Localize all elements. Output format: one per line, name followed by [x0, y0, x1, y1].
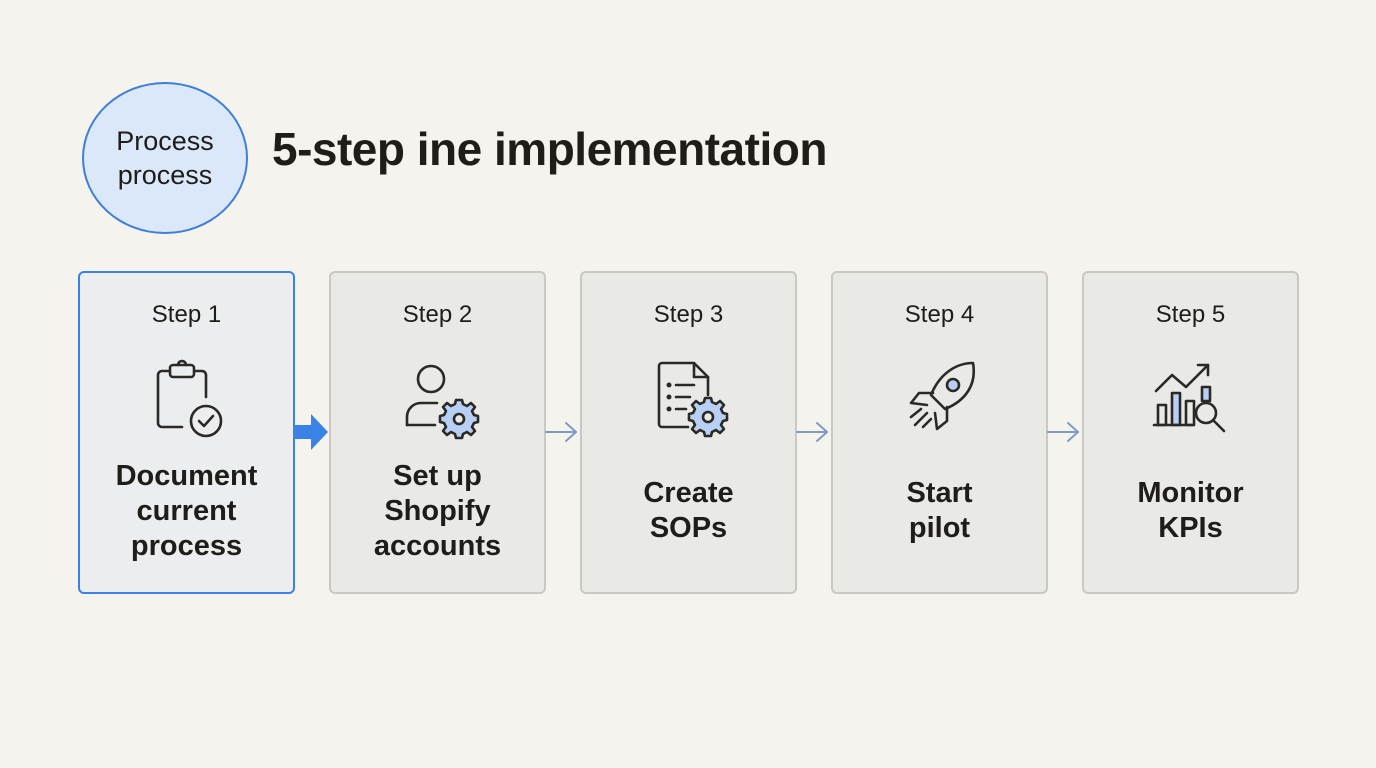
step-label: Step 1	[151, 301, 222, 328]
process-badge: Process process	[82, 82, 248, 234]
step-description: Document current process	[115, 459, 258, 562]
step-description: Monitor KPIs	[1137, 477, 1244, 544]
step-description: Set up Shopify accounts	[373, 459, 502, 562]
page-title: 5-step ine implementation	[272, 123, 827, 175]
clipboard-check-icon	[142, 355, 232, 445]
step-card-4[interactable]: Step 4 Start pilot	[831, 271, 1048, 594]
rocket-icon	[895, 355, 985, 445]
arrow-right-icon	[1046, 410, 1082, 454]
step-card-3[interactable]: Step 3 Create SOPs	[580, 271, 797, 594]
document-gear-icon	[644, 355, 734, 445]
step-label: Step 3	[653, 301, 724, 328]
solid-arrow-icon	[294, 410, 330, 454]
badge-line-2: process	[117, 160, 213, 190]
step-description: Start pilot	[906, 477, 973, 544]
step-label: Step 4	[904, 301, 975, 328]
arrow-right-icon	[795, 410, 831, 454]
step-label: Step 5	[1155, 301, 1226, 328]
step-card-2[interactable]: Step 2 Set up Shopify accounts	[329, 271, 546, 594]
badge-line-1: Process	[116, 126, 214, 156]
step-card-5[interactable]: Step 5 Monitor KPIs	[1082, 271, 1299, 594]
step-description: Create SOPs	[643, 477, 734, 544]
arrow-right-icon	[544, 410, 580, 454]
step-card-1[interactable]: Step 1 Document current process	[78, 271, 295, 594]
user-gear-icon	[393, 355, 483, 445]
chart-magnifier-icon	[1146, 355, 1236, 445]
step-label: Step 2	[402, 301, 473, 328]
